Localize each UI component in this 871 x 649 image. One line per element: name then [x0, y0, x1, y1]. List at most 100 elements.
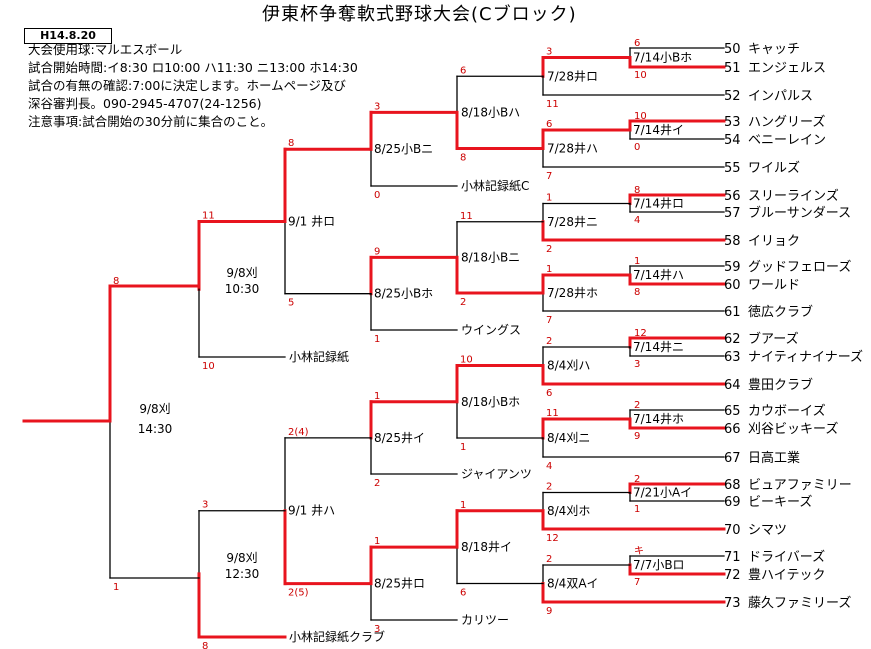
score: 8	[113, 276, 119, 287]
team-name: 刈谷ビッキーズ	[748, 421, 838, 437]
team-number: 52	[724, 89, 741, 104]
page-title: 伊東杯争奪軟式野球大会(Cブロック)	[262, 4, 577, 25]
team-number: 60	[724, 278, 741, 293]
match-r2h: 8/4双Aイ	[547, 577, 599, 591]
score: 10	[460, 355, 473, 366]
score: 8	[634, 287, 640, 298]
team-name: 豊田クラブ	[748, 377, 813, 393]
team-name: ブアーズ	[748, 331, 799, 347]
score: 1	[546, 264, 552, 275]
team-name: 豊ハイテック	[748, 568, 825, 583]
match-r2e: 8/4刈ハ	[547, 359, 590, 373]
score: 8	[460, 153, 466, 164]
seed-team: 小林記録紙	[289, 349, 349, 364]
score: 1	[374, 334, 380, 345]
score: キ	[634, 546, 644, 557]
score: 4	[546, 461, 552, 472]
team-name: シマツ	[748, 523, 787, 538]
info-referee: 深谷審判長。090-2945-4707(24-1256)	[28, 96, 262, 111]
score: 0	[374, 190, 380, 201]
team-name: エンジェルス	[748, 61, 826, 76]
seed-team: 小林記録紙クラブ	[289, 629, 385, 644]
match-r3c: 8/18小Bホ	[461, 395, 520, 409]
score: 9	[634, 431, 640, 442]
score: 5	[288, 298, 294, 309]
score: 3	[374, 101, 380, 112]
info-ball: 大会使用球:マルエスボール	[28, 42, 183, 57]
team-number: 67	[724, 451, 741, 466]
score: 2(4)	[288, 427, 309, 438]
score: 12	[634, 328, 647, 339]
score: 2	[634, 474, 640, 485]
score: 7	[546, 171, 552, 182]
score: 1	[460, 442, 466, 453]
team-name: ビュアファミリー	[748, 478, 852, 493]
score: 1	[374, 391, 380, 402]
team-number: 63	[724, 350, 741, 365]
score: 9	[546, 606, 552, 617]
score: 11	[460, 211, 473, 222]
match-r6b-date: 9/8刈	[226, 551, 257, 565]
team-number: 65	[724, 404, 741, 419]
team-name: ベニーレイン	[748, 133, 826, 148]
match-r1a: 7/14小Bホ	[633, 51, 692, 65]
score: 7	[634, 577, 640, 588]
final-time: 14:30	[138, 422, 173, 436]
score: 2	[460, 297, 466, 308]
score: 1	[546, 193, 552, 204]
score: 2	[546, 554, 552, 565]
date-box: H14.8.20	[24, 28, 112, 44]
match-r1b: 7/14井イ	[633, 123, 684, 137]
team-number: 56	[724, 189, 741, 204]
team-name: 徳広クラブ	[748, 304, 813, 320]
score: 1	[113, 582, 119, 593]
team-number: 68	[724, 478, 741, 493]
score: 2	[546, 482, 552, 493]
team-name: ワイルズ	[748, 160, 800, 176]
match-r1f: 7/14井ホ	[633, 412, 684, 426]
score: 6	[460, 588, 466, 599]
team-number: 62	[724, 332, 741, 347]
team-name: キャッチ	[748, 42, 800, 57]
score: 1	[634, 504, 640, 515]
team-number: 64	[724, 378, 741, 393]
score: 11	[546, 99, 559, 110]
seed-team: ジャイアンツ	[461, 467, 532, 481]
team-name: 藤久ファミリーズ	[748, 595, 851, 611]
match-r2g: 8/4刈ホ	[547, 504, 590, 518]
score: 12	[546, 533, 559, 544]
score: 0	[634, 142, 640, 153]
match-r6a-time: 10:30	[225, 282, 260, 296]
match-r3b: 8/18小Bニ	[461, 250, 520, 264]
score: 1	[634, 256, 640, 267]
score: 2	[546, 244, 552, 255]
team-number: 53	[724, 115, 741, 130]
info-decision: 試合の有無の確認:7:00に決定します。ホームページ及び	[28, 78, 346, 93]
team-name: スリーラインズ	[748, 188, 839, 204]
seed-team: 小林記録紙C	[461, 178, 529, 193]
score: 1	[374, 536, 380, 547]
score: 8	[288, 138, 294, 149]
team-number: 61	[724, 305, 741, 320]
team-name: ハングリーズ	[748, 114, 825, 130]
score: 10	[634, 70, 647, 81]
score: 6	[546, 388, 552, 399]
match-r2c: 7/28井ニ	[547, 215, 598, 229]
team-name: イリョク	[748, 234, 800, 249]
score: 2	[546, 336, 552, 347]
team-number: 69	[724, 495, 741, 510]
score: 10	[634, 111, 647, 122]
team-name: カウボーイズ	[748, 403, 826, 419]
team-name: グッドフェローズ	[748, 259, 851, 275]
team-name: インパルス	[748, 89, 813, 104]
score: 10	[202, 361, 215, 372]
score: 8	[634, 185, 640, 196]
score: 6	[634, 38, 640, 49]
score: 8	[202, 641, 208, 649]
score: 2	[374, 478, 380, 489]
score: 3	[546, 47, 552, 58]
team-number: 70	[724, 523, 741, 538]
seed-team: ウイングス	[461, 323, 521, 337]
team-name: ドライバーズ	[748, 549, 825, 565]
